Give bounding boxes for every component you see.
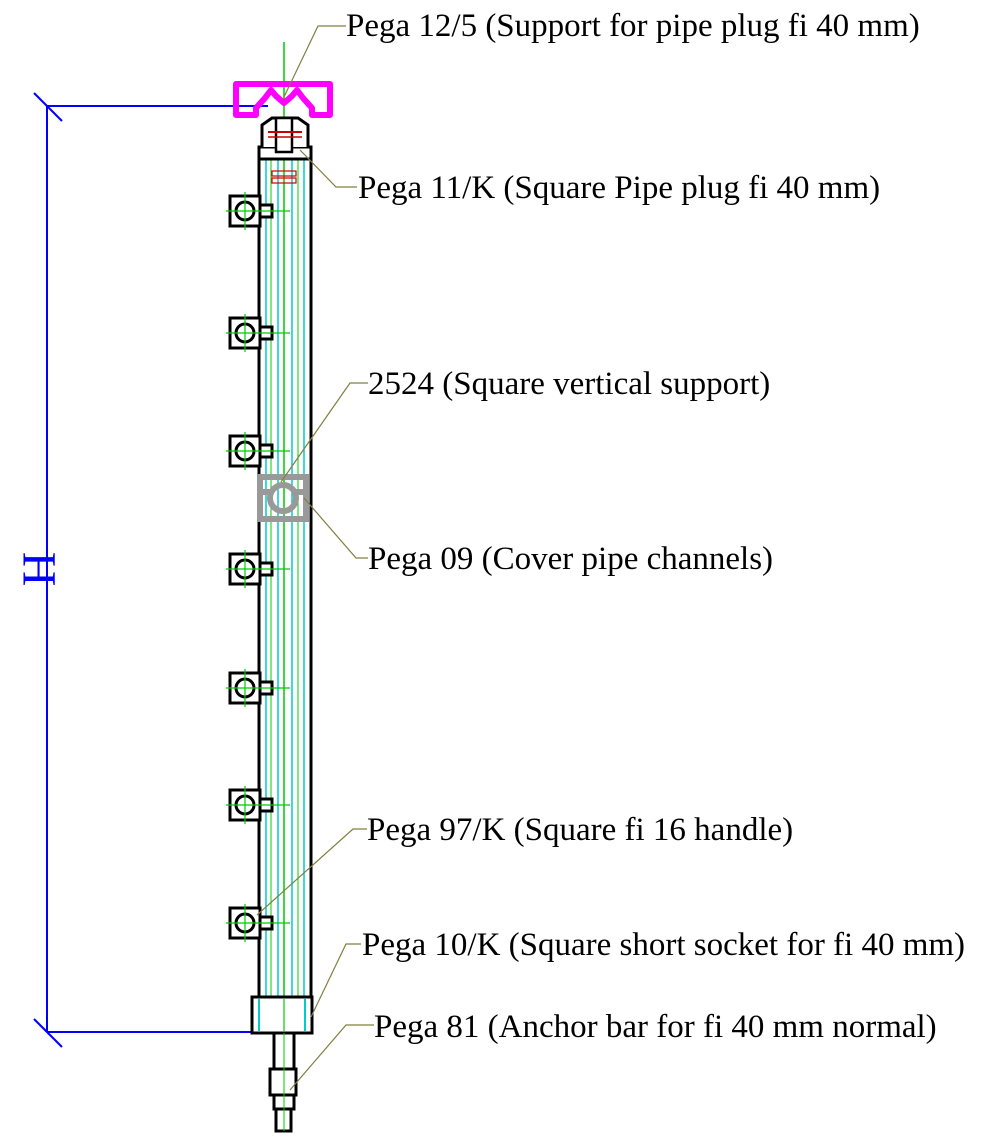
dimension-tick-top [33,92,63,122]
label-square-handle: Pega 97/K (Square fi 16 handle) [367,812,793,848]
cover-pipe-channels [257,474,309,522]
dimension-tick-bottom [33,1018,63,1048]
plug-support-bracket [233,81,333,118]
label-anchor-bar: Pega 81 (Anchor bar for fi 40 mm normal) [374,1009,937,1045]
square-pipe-body [257,155,313,1033]
label-short-socket: Pega 10/K (Square short socket for fi 40… [362,927,965,963]
leader-lines [256,25,374,1091]
square-pipe-plug [257,116,313,184]
short-socket [250,995,314,1035]
dimension-label: H [13,552,66,587]
label-support-pipe-plug: Pega 12/5 (Support for pipe plug fi 40 m… [346,8,920,44]
anchor-bar [268,1031,298,1133]
part-labels: Pega 12/5 (Support for pipe plug fi 40 m… [346,8,965,1045]
height-dimension [33,92,268,1048]
label-cover-pipe-channels: Pega 09 (Cover pipe channels) [368,541,773,577]
label-vertical-support: 2524 (Square vertical support) [368,366,770,402]
handle-centerlines [226,192,290,942]
label-square-pipe-plug: Pega 11/K (Square Pipe plug fi 40 mm) [358,170,880,206]
